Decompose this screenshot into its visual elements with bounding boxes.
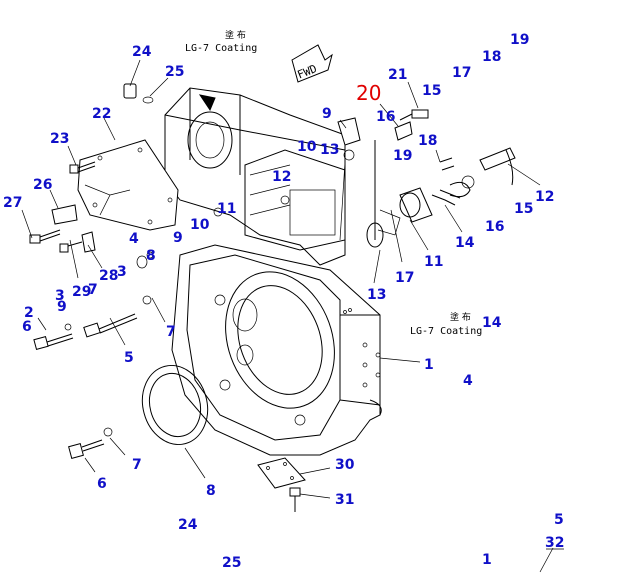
callout-28: 28 — [99, 268, 118, 284]
callout-23: 23 — [50, 131, 69, 147]
cover-plate — [77, 139, 179, 231]
callout-1: 1 — [482, 552, 492, 568]
callout-4: 4 — [463, 373, 473, 389]
callout-19: 19 — [393, 148, 412, 164]
callout-14: 14 — [455, 235, 475, 251]
callout-17: 17 — [452, 65, 471, 81]
top-plug — [123, 83, 154, 104]
left-fasteners — [29, 161, 154, 269]
callout-18: 18 — [418, 133, 437, 149]
callout-3: 3 — [117, 264, 127, 280]
callout-25: 25 — [222, 555, 241, 571]
callout-22: 22 — [92, 106, 111, 122]
callout-9: 9 — [57, 299, 67, 315]
callout-20: 20 — [356, 81, 381, 105]
callout-13: 13 — [320, 142, 339, 158]
callout-1: 1 — [424, 357, 434, 373]
callout-9: 9 — [322, 106, 332, 122]
callout-7: 7 — [88, 282, 98, 298]
callout-11: 11 — [424, 254, 443, 270]
callout-12: 12 — [535, 189, 554, 205]
callout-21: 21 — [388, 67, 407, 83]
callout-24: 24 — [178, 517, 198, 533]
callout-7: 7 — [166, 324, 176, 340]
leader-lines — [21, 59, 554, 573]
callout-16: 16 — [376, 109, 395, 125]
coating-note-top-jp: 塗 布 — [225, 29, 246, 41]
callout-25: 25 — [165, 64, 184, 80]
callout-8: 8 — [206, 483, 216, 499]
callout-14: 14 — [482, 315, 502, 331]
callout-19: 19 — [510, 32, 529, 48]
callout-11: 11 — [217, 201, 236, 217]
callout-18: 18 — [482, 49, 501, 65]
gear-case — [164, 87, 346, 266]
flywheel-housing — [171, 244, 382, 456]
callout-24: 24 — [132, 44, 152, 60]
callout-12: 12 — [272, 169, 291, 185]
coating-note-mid: LG-7 Coating — [410, 326, 482, 337]
callout-17: 17 — [395, 270, 414, 286]
callout-27: 27 — [3, 195, 22, 211]
callout-3: 3 — [55, 288, 65, 304]
callout-6: 6 — [22, 319, 32, 335]
callout-16: 16 — [485, 219, 504, 235]
callout-5: 5 — [124, 350, 134, 366]
bolts — [33, 295, 152, 459]
callout-15: 15 — [422, 83, 441, 99]
callout-10: 10 — [297, 139, 317, 155]
callout-7: 7 — [132, 457, 142, 473]
callout-13: 13 — [367, 287, 386, 303]
callout-26: 26 — [33, 177, 52, 193]
callout-32: 32 — [545, 535, 564, 551]
callout-8: 8 — [146, 248, 156, 264]
callout-4: 4 — [129, 231, 139, 247]
callout-31: 31 — [335, 492, 354, 508]
callouts: 24 25 20 19 18 17 21 15 9 16 22 23 10 13… — [3, 32, 564, 571]
coating-note-mid-jp: 塗 布 — [450, 311, 471, 323]
callout-6: 6 — [97, 476, 107, 492]
callout-9: 9 — [173, 230, 183, 246]
callout-5: 5 — [554, 512, 564, 528]
fwd-arrow-icon: FWD — [291, 44, 333, 83]
coating-note-top: LG-7 Coating — [185, 43, 257, 54]
callout-30: 30 — [335, 457, 355, 473]
callout-2: 2 — [24, 305, 34, 321]
oil-seal — [141, 364, 209, 446]
callout-29: 29 — [72, 284, 91, 300]
bottom-cover — [257, 457, 306, 512]
callout-15: 15 — [514, 201, 533, 217]
pump-assembly — [366, 109, 516, 248]
callout-10: 10 — [190, 217, 210, 233]
